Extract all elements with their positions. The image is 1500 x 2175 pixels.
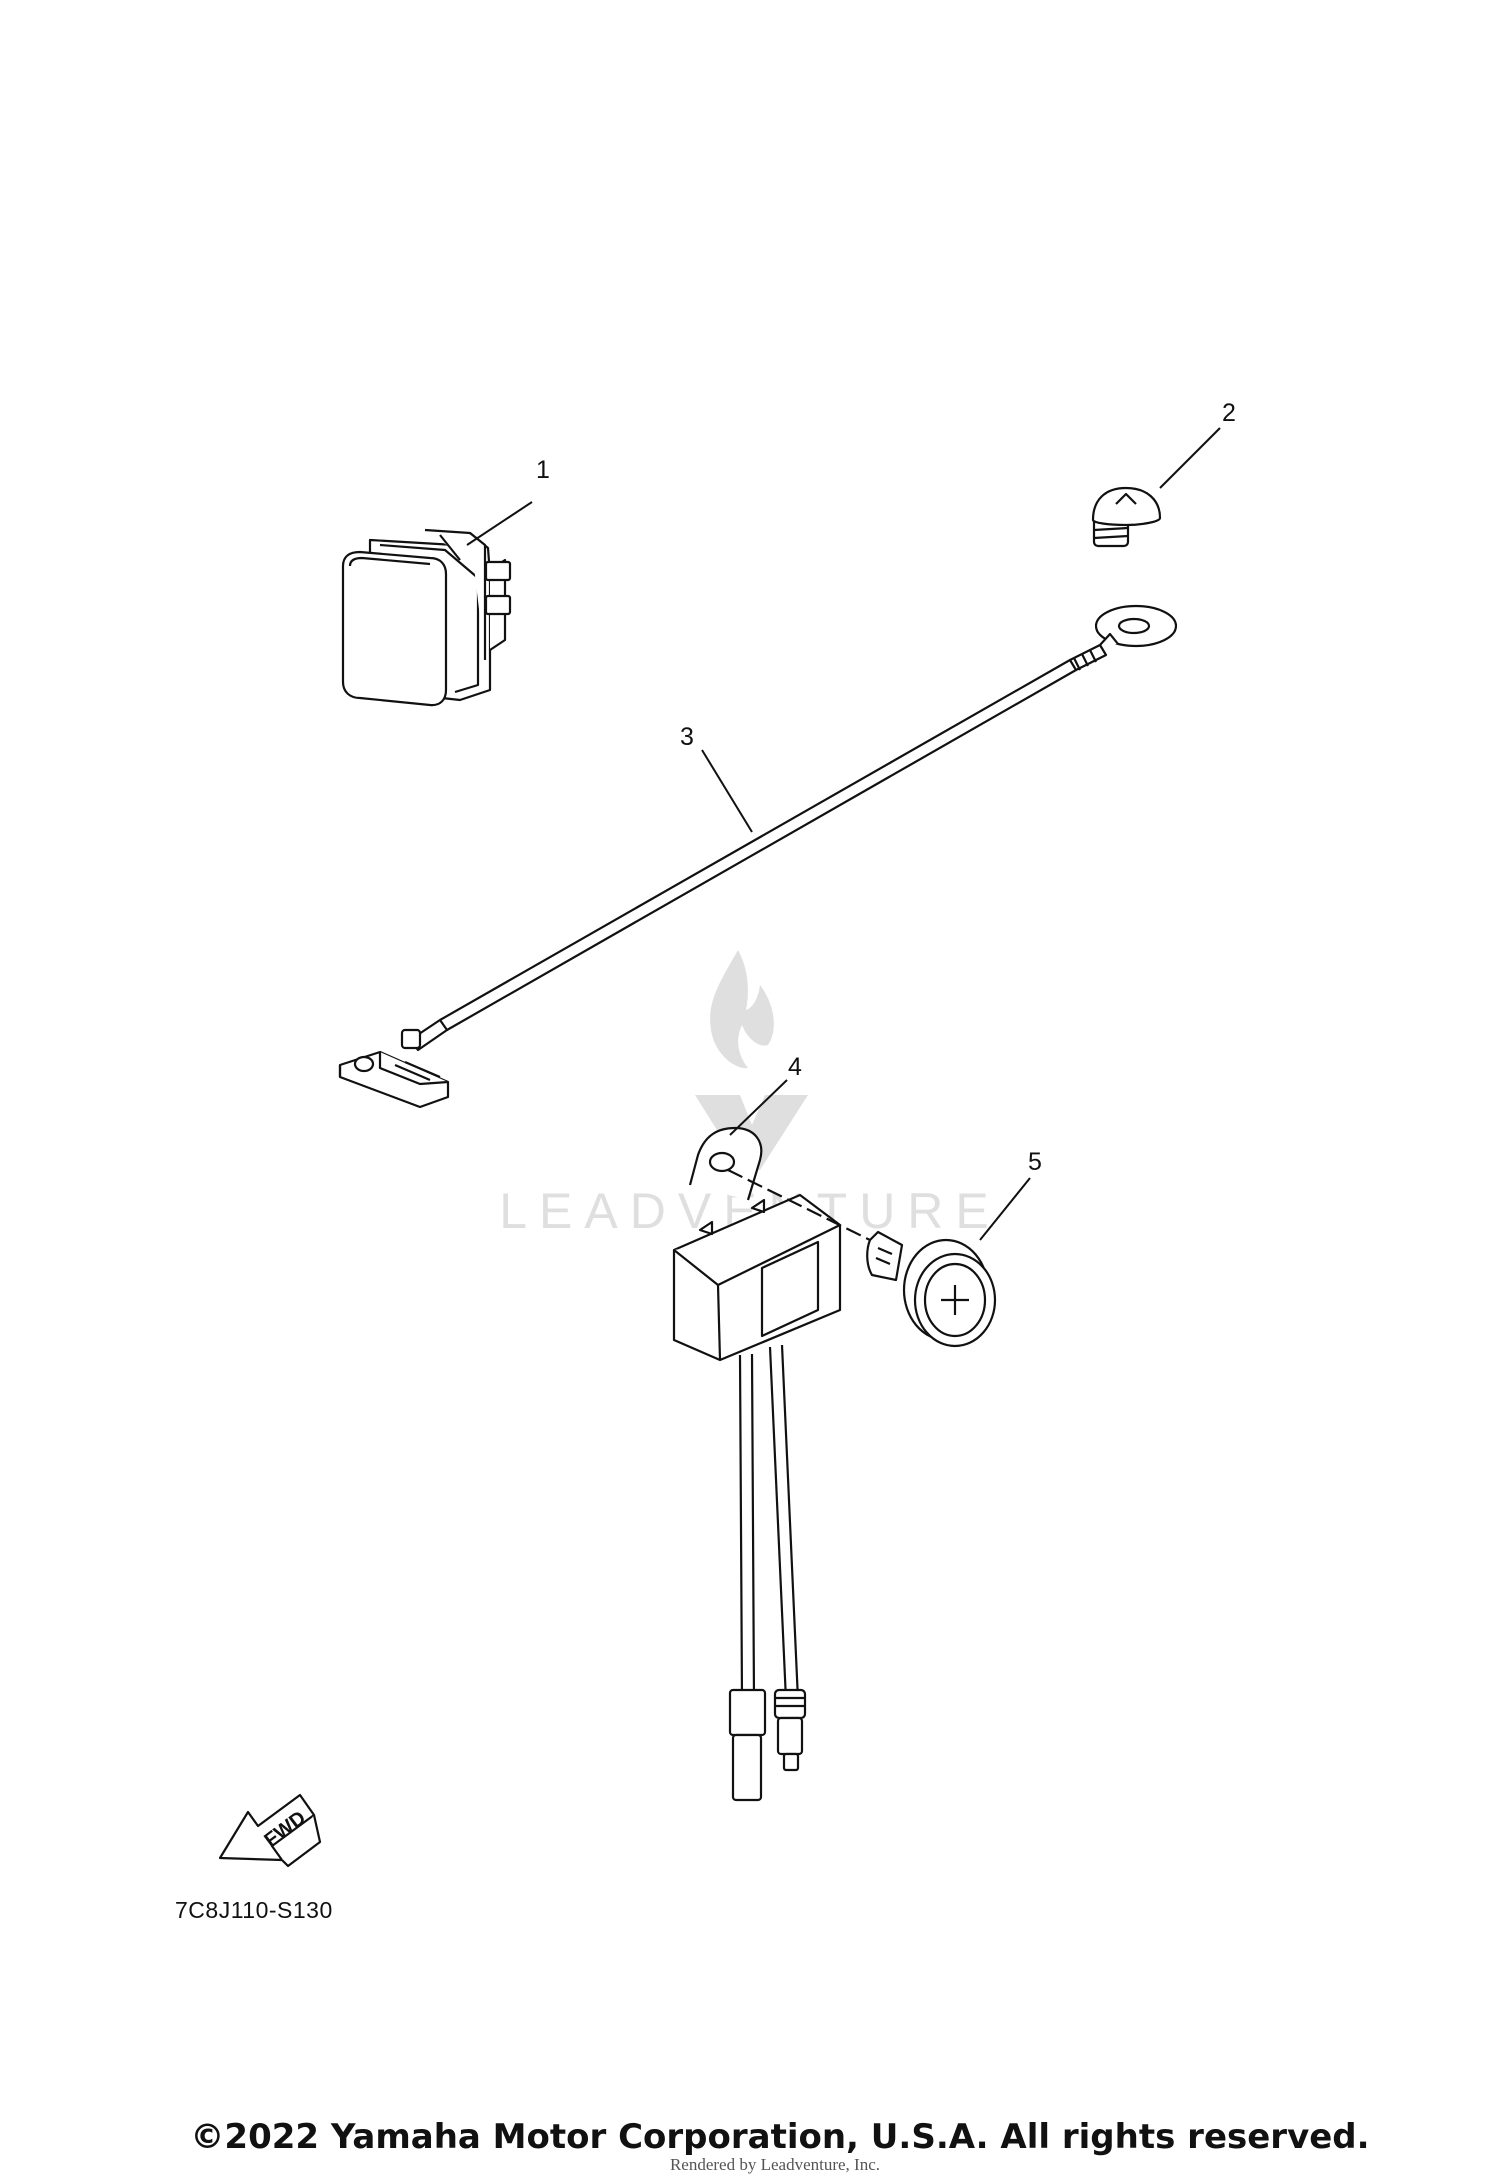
callout-1: 1 [536, 456, 550, 484]
watermark-flame-icon [710, 950, 774, 1069]
part-3-wire-lead [338, 604, 1178, 1109]
leader-3 [701, 749, 753, 833]
leader-1 [466, 501, 533, 546]
leader-4 [729, 1079, 788, 1136]
callout-3: 3 [680, 723, 694, 751]
part-2-screw [1091, 486, 1162, 548]
leader-5 [979, 1177, 1031, 1241]
leader-2 [1159, 427, 1221, 489]
callout-4: 4 [788, 1053, 802, 1081]
callout-2: 2 [1222, 399, 1236, 427]
callout-5: 5 [1028, 1148, 1042, 1176]
diagram-code: 7C8J110-S130 [175, 1897, 333, 1923]
part-4-coil-unit [672, 1126, 871, 1802]
forward-arrow-icon: FWD [218, 1793, 322, 1868]
callouts: 1 2 3 4 5 [536, 399, 1236, 1176]
copyright-notice: ©2022 Yamaha Motor Corporation, U.S.A. A… [190, 2117, 1370, 2157]
leader-lines [466, 427, 1221, 1241]
rendered-by-note: Rendered by Leadventure, Inc. [669, 2155, 881, 2174]
part-1-switch [341, 528, 512, 707]
part-5-bolt [866, 1230, 997, 1348]
